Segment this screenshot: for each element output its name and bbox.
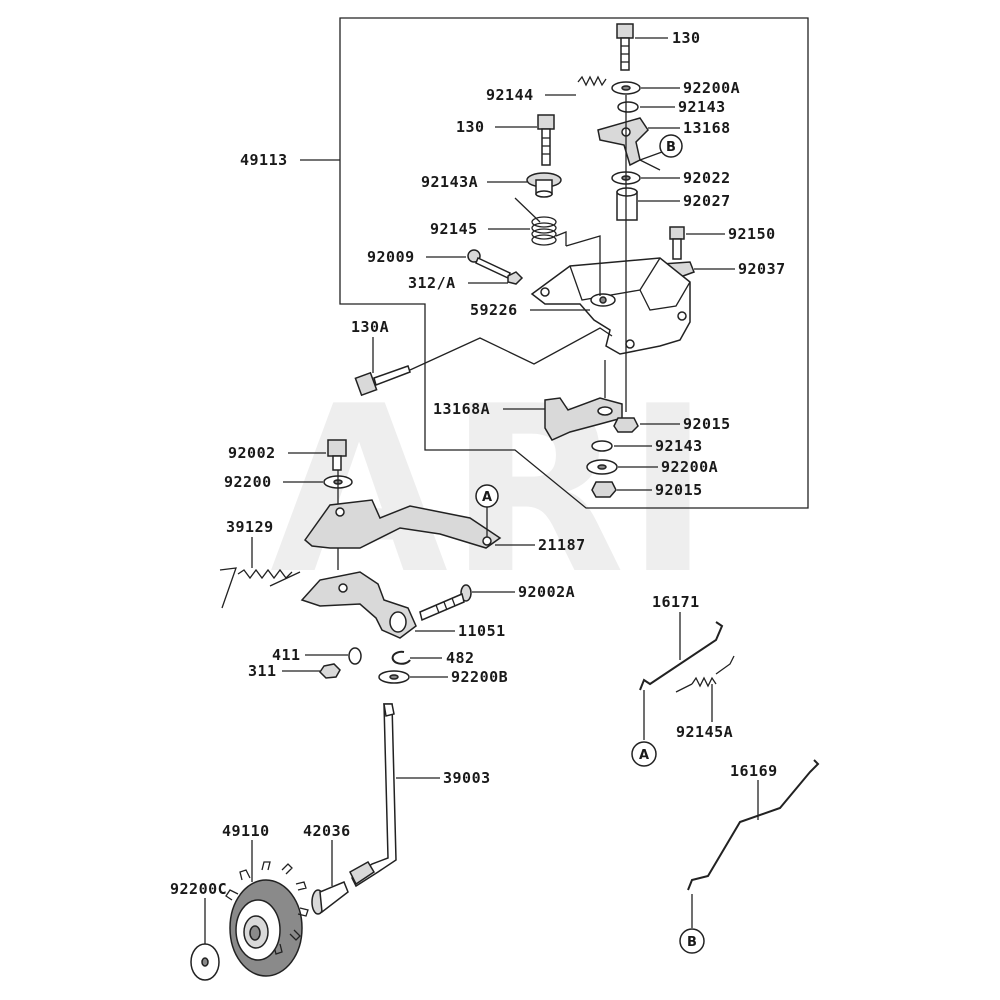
bolt-92150 — [669, 226, 685, 260]
label-130a: 130A — [351, 318, 389, 336]
svg-text:B: B — [666, 140, 676, 155]
label-92009: 92009 — [367, 248, 415, 266]
nut-311 — [319, 663, 341, 679]
label-130-top: 130 — [672, 29, 701, 47]
lever-13168 — [597, 117, 649, 167]
label-92200a-top: 92200A — [683, 79, 740, 97]
spring-92144 — [577, 75, 607, 87]
plate-59226 — [530, 257, 691, 355]
label-92002a: 92002A — [518, 583, 575, 601]
svg-text:A: A — [482, 490, 492, 505]
spring-92145 — [514, 197, 567, 246]
lever-21187 — [303, 499, 502, 549]
bolt-130a — [354, 365, 411, 397]
label-92200a-b: 92200A — [661, 458, 718, 476]
label-92002: 92002 — [228, 444, 276, 462]
bolt-130-mid — [537, 114, 555, 166]
bolt-92009 — [467, 249, 511, 280]
label-59226: 59226 — [470, 301, 518, 319]
bolt-130a-axis — [409, 327, 613, 371]
label-92200b: 92200B — [451, 668, 508, 686]
label-92037: 92037 — [738, 260, 786, 278]
shaft-39003 — [349, 703, 397, 888]
label-92145a: 92145A — [676, 723, 733, 741]
label-21187: 21187 — [538, 536, 586, 554]
label-92027: 92027 — [683, 192, 731, 210]
spring-39129 — [219, 567, 301, 609]
label-92143a: 92143A — [421, 173, 478, 191]
label-49110: 49110 — [222, 822, 270, 840]
label-312a: 312/A — [408, 274, 456, 292]
washer-92143-b — [591, 440, 613, 452]
label-13168: 13168 — [683, 119, 731, 137]
label-130-mid: 130 — [456, 118, 485, 136]
pin-42036 — [311, 881, 349, 915]
assembly-box-outline — [339, 17, 809, 509]
label-16169: 16169 — [730, 762, 778, 780]
bolt-92002 — [327, 439, 347, 471]
label-92150: 92150 — [728, 225, 776, 243]
bolt-92002a — [419, 584, 472, 622]
label-92200: 92200 — [224, 473, 272, 491]
washer-411 — [348, 647, 362, 665]
collar-92143a — [526, 172, 562, 198]
label-39129: 39129 — [226, 518, 274, 536]
label-92015-a: 92015 — [683, 415, 731, 433]
nut-92015-a — [613, 417, 639, 433]
svg-text:A: A — [639, 748, 649, 763]
callout-b-top: B — [659, 134, 683, 158]
label-11051: 11051 — [458, 622, 506, 640]
callout-a-bottom: A — [631, 741, 657, 767]
label-13168a: 13168A — [433, 400, 490, 418]
callout-b-bottom: B — [679, 928, 705, 954]
spring-92145a — [675, 655, 735, 693]
nut-92015-b — [591, 481, 617, 498]
label-39003: 39003 — [443, 769, 491, 787]
label-482: 482 — [446, 649, 475, 667]
label-92145: 92145 — [430, 220, 478, 238]
clip-482 — [391, 650, 411, 665]
label-92143-top: 92143 — [678, 98, 726, 116]
bolt-130-top — [616, 23, 634, 71]
label-92200c: 92200C — [170, 880, 227, 898]
label-42036: 42036 — [303, 822, 351, 840]
arm-11051 — [300, 571, 417, 639]
label-92144: 92144 — [486, 86, 534, 104]
label-92015-b: 92015 — [655, 481, 703, 499]
label-16171: 16171 — [652, 593, 700, 611]
rod-16171 — [639, 621, 724, 691]
label-411: 411 — [272, 646, 301, 664]
label-49113: 49113 — [240, 151, 288, 169]
gear-49110 — [225, 861, 309, 977]
washer-92143-top — [617, 101, 639, 113]
label-92143-b: 92143 — [655, 437, 703, 455]
svg-text:B: B — [687, 935, 697, 950]
label-92022: 92022 — [683, 169, 731, 187]
label-311: 311 — [248, 662, 277, 680]
nut-312a — [507, 271, 524, 285]
callout-a-top: A — [475, 484, 499, 508]
rod-16169 — [687, 759, 820, 891]
bushing-92027 — [616, 187, 638, 221]
